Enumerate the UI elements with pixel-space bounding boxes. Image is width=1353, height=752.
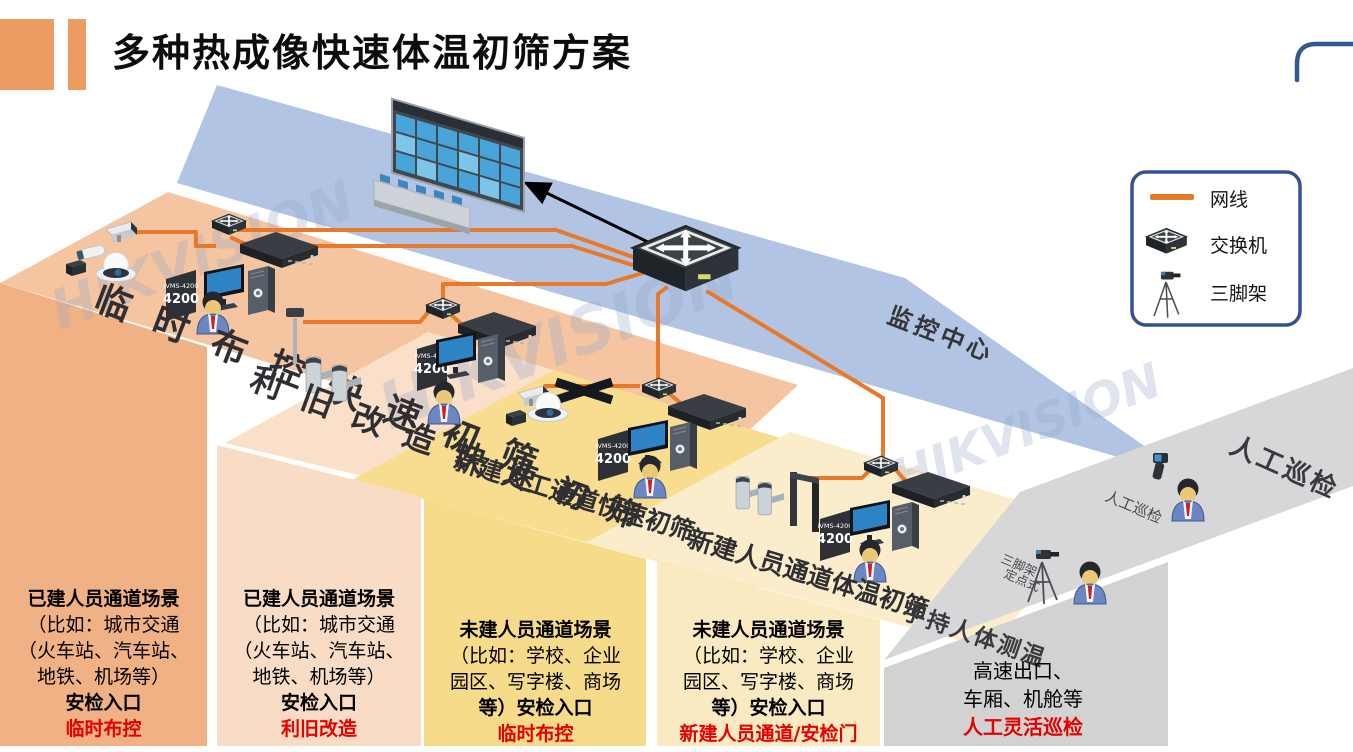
software-sign-small: iVMS-4200 xyxy=(818,522,853,530)
band-floor-patrol xyxy=(884,368,1353,660)
block-line: （火车站、汽车站、 xyxy=(17,640,189,662)
software-sign: iVMS-4200 4200 xyxy=(595,430,631,481)
band1-devices: iVMS-4200 4200 xyxy=(66,213,319,335)
block-line: 车厢、机舱等 xyxy=(963,687,1083,711)
scenario-block-patrol: 高速出口、 车厢、机舱等 人工灵活巡检 xyxy=(892,657,1154,741)
software-sign: iVMS-4200 4200 xyxy=(163,270,199,321)
software-sign-big: 4200 xyxy=(595,452,631,467)
scenario-block-new-channel: 未建人员通道场景 （比如：学校、企业 园区、写字楼、商场 等）安检入口 新建人员… xyxy=(658,617,879,747)
legend-wire-icon xyxy=(1150,194,1194,200)
software-sign-small: iVMS-4200 xyxy=(415,352,450,360)
block-entry: 等）安检入口 xyxy=(478,697,593,719)
uplink-arrow xyxy=(523,181,651,245)
legend: 网线 交换机 三脚架 xyxy=(1130,170,1302,327)
software-sign-small: iVMS-4200 xyxy=(164,282,199,290)
band2-devices: iVMS-4200 4200 xyxy=(286,297,537,425)
video-wall xyxy=(373,97,525,235)
block-line: （比如：学校、企业 xyxy=(449,645,621,667)
wall-temporary xyxy=(0,283,207,746)
page-title: 多种热成像快速体温初筛方案 xyxy=(112,30,633,75)
block-entry: 等）安检入口 xyxy=(711,697,826,719)
software-sign: iVMS-4200 4200 xyxy=(817,510,853,561)
software-sign-big: 4200 xyxy=(163,292,199,307)
pc-tower-icon xyxy=(477,333,506,384)
block-line: 地铁、机场等） xyxy=(252,666,386,688)
pole-camera-icon xyxy=(286,308,304,364)
block-line: 园区、写字楼、商场 xyxy=(682,671,854,693)
block-highlight: 新建人员通道/安检门 xyxy=(679,723,858,745)
software-sign-big: 4200 xyxy=(817,532,853,547)
pc-tower-icon xyxy=(669,421,698,472)
band4-devices: iVMS-4200 4200 xyxy=(735,455,971,583)
block-highlight: 人工灵活巡检 xyxy=(963,715,1083,739)
wall-patrol xyxy=(884,562,1168,746)
block-head: 未建人员通道场景 xyxy=(459,619,612,641)
block-highlight: 利旧改造 xyxy=(280,718,357,740)
wall-new-manual xyxy=(424,499,646,746)
block-head: 已建人员通道场景 xyxy=(27,588,180,610)
title-accent-bar-thin xyxy=(68,19,86,90)
legend-tripod-label: 三脚架 xyxy=(1210,283,1267,305)
scenario-block-new-manual: 未建人员通道场景 （比如：学校、企业 园区、写字楼、商场 等）安检入口 临时布控 xyxy=(426,617,645,747)
block-entry: 安检入口 xyxy=(65,692,142,714)
block-line: （火车站、汽车站、 xyxy=(233,640,405,662)
title-accent-bar-wide xyxy=(0,19,54,90)
block-highlight: 临时布控 xyxy=(65,718,142,740)
pc-tower-icon xyxy=(891,501,920,552)
block-highlight: 临时布控 xyxy=(497,723,574,745)
pc-tower-icon xyxy=(247,265,276,316)
block-head: 已建人员通道场景 xyxy=(242,588,395,610)
block-entry: 安检入口 xyxy=(280,692,357,714)
console-desk xyxy=(373,173,471,235)
block-line: （比如：城市交通 xyxy=(242,614,395,636)
portal-frame-icon xyxy=(554,377,614,405)
wall-new-channel xyxy=(657,561,880,746)
legend-switch-label: 交换机 xyxy=(1210,235,1267,257)
block-line: 高速出口、 xyxy=(973,659,1073,683)
band3-devices: iVMS-4200 4200 xyxy=(506,377,747,499)
software-sign-small: iVMS-4200 xyxy=(596,442,631,450)
wall-retrofit xyxy=(217,445,421,746)
block-line: 园区、写字楼、商场 xyxy=(449,671,621,693)
corner-decoration xyxy=(1294,41,1353,83)
block-line: 地铁、机场等） xyxy=(36,666,170,688)
block-line: （比如：学校、企业 xyxy=(682,645,854,667)
block-line: （比如：城市交通 xyxy=(27,614,180,636)
block-head: 未建人员通道场景 xyxy=(692,619,845,641)
legend-wire-label: 网线 xyxy=(1210,189,1248,211)
scenario-block-retrofit: 已建人员通道场景 （比如：城市交通 （火车站、汽车站、 地铁、机场等） 安检入口… xyxy=(218,586,420,742)
scenario-block-temporary: 已建人员通道场景 （比如：城市交通 （火车站、汽车站、 地铁、机场等） 安检入口… xyxy=(2,586,205,742)
